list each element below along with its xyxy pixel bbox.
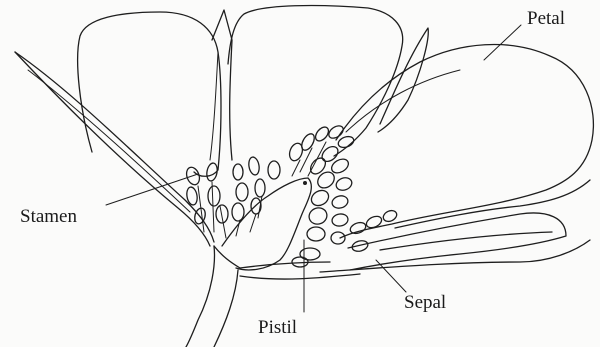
petal-spike bbox=[212, 10, 232, 160]
petal-back-center bbox=[228, 6, 403, 156]
stamen-leader-line bbox=[106, 174, 198, 205]
petal-back-left bbox=[78, 12, 221, 176]
stem bbox=[186, 246, 214, 347]
pistil-tip bbox=[303, 181, 307, 185]
sepal-leader-line bbox=[376, 260, 406, 292]
petal-label: Petal bbox=[527, 9, 565, 28]
petal-front-right bbox=[336, 45, 593, 238]
pistil-label: Pistil bbox=[258, 318, 297, 337]
petal-leader-line bbox=[484, 25, 521, 60]
sepal-label: Sepal bbox=[404, 293, 446, 312]
stamen-cluster-middle bbox=[232, 156, 280, 236]
stamen-label: Stamen bbox=[20, 207, 77, 226]
stamen-cluster-left bbox=[184, 162, 228, 238]
right-leaf bbox=[378, 28, 428, 132]
